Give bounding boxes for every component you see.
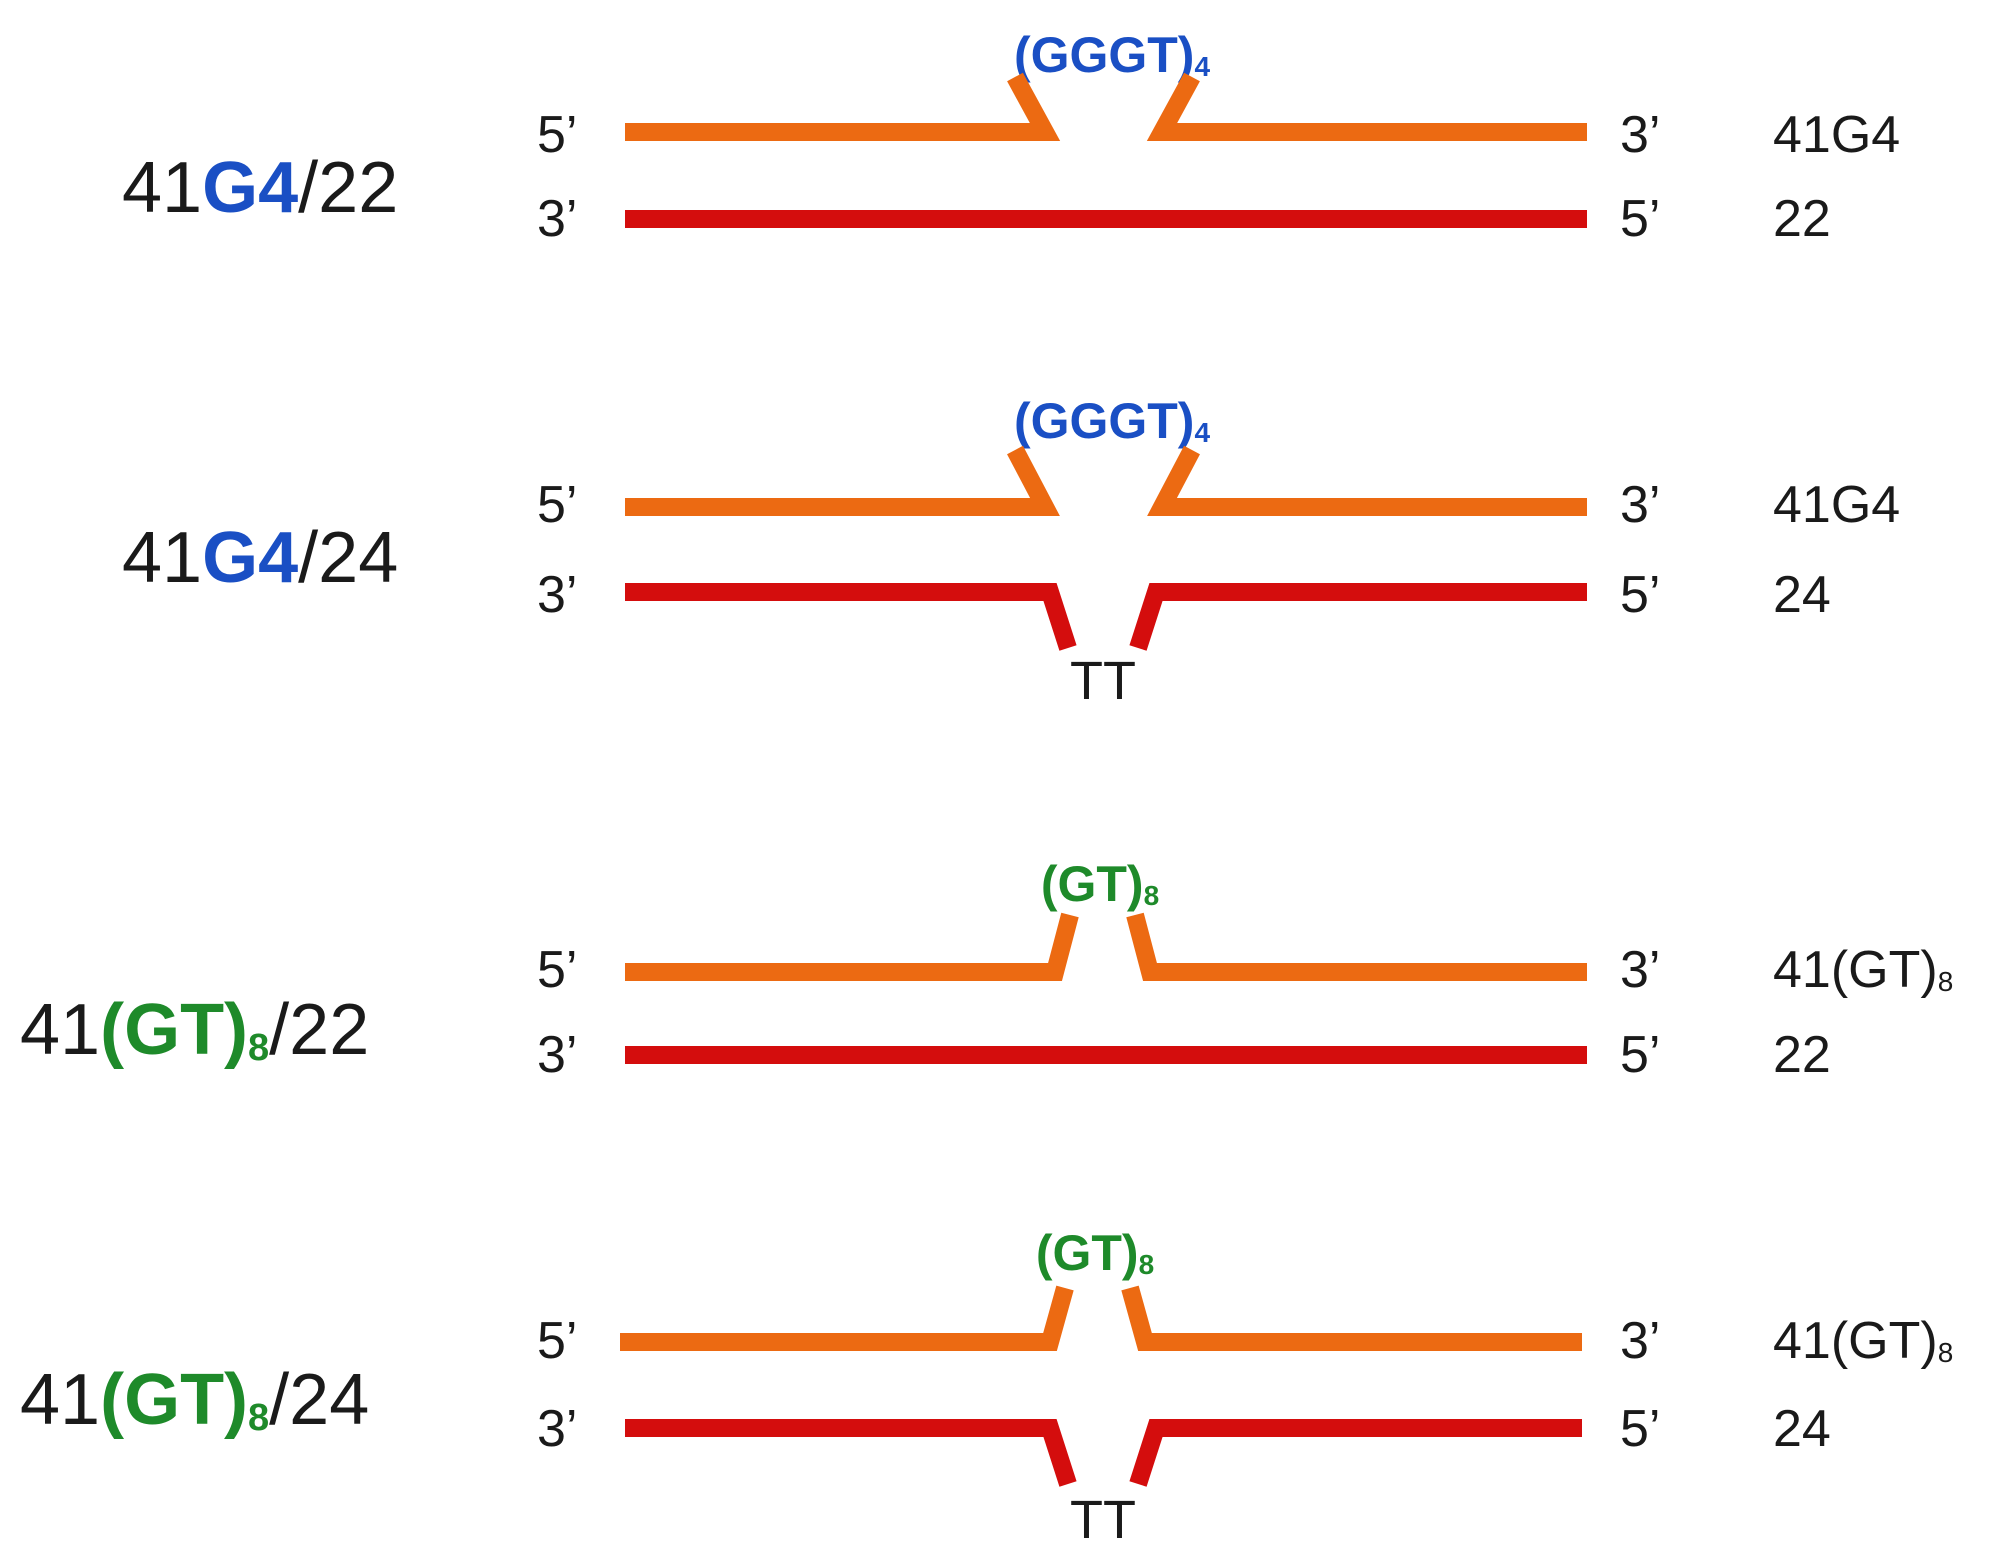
construct-name: 41(GT)8/22 xyxy=(20,990,369,1070)
top-strand-name: 41(GT)8 xyxy=(1773,941,1953,999)
bottom-strand-right-end: 5’ xyxy=(1620,1026,1660,1084)
bottom-strand-left-end: 3’ xyxy=(537,1026,577,1084)
top-strand-right xyxy=(1121,1285,1582,1351)
top-strand xyxy=(625,72,1061,141)
bottom-strand-right xyxy=(1129,583,1587,651)
bottom-strand-right-end: 5’ xyxy=(1620,566,1660,624)
top-strand-right xyxy=(1147,445,1587,516)
bottom-strand-name: 24 xyxy=(1773,1400,1831,1458)
bottom-strand-right xyxy=(1129,1419,1582,1487)
construct-name: 41(GT)8/24 xyxy=(20,1360,369,1440)
bottom-strand-left-end: 3’ xyxy=(537,190,577,248)
insert-label: (GGGT)4 xyxy=(1014,27,1211,83)
top-strand-right xyxy=(1126,912,1587,981)
top-strand-left-end: 5’ xyxy=(537,476,577,534)
top-strand xyxy=(625,445,1060,516)
top-strand-right xyxy=(1146,72,1587,141)
top-strand xyxy=(620,1285,1074,1351)
top-strand-right-end: 3’ xyxy=(1620,476,1660,534)
bottom-strand-name: 22 xyxy=(1773,1026,1831,1084)
bottom-strand-name: 22 xyxy=(1773,190,1831,248)
construct-name: 41G4/24 xyxy=(122,518,398,598)
construct-41g4-24: 41G4/24 (GGGT)4 5’ 3’ 41G4 3’ 5’ 24 TT xyxy=(122,393,1900,711)
top-strand xyxy=(625,912,1079,981)
top-strand-left-end: 5’ xyxy=(537,1312,577,1370)
bottom-strand-right-end: 5’ xyxy=(1620,1400,1660,1458)
top-strand-name: 41G4 xyxy=(1773,476,1900,534)
top-strand-right-end: 3’ xyxy=(1620,106,1660,164)
bottom-loop-label: TT xyxy=(1070,1490,1136,1550)
top-strand-name: 41(GT)8 xyxy=(1773,1312,1953,1370)
top-strand-left-end: 5’ xyxy=(537,106,577,164)
bottom-strand-right-end: 5’ xyxy=(1620,190,1660,248)
construct-41g4-22: 41G4/22 (GGGT)4 5’ 3’ 41G4 3’ 5’ 22 xyxy=(122,27,1900,248)
bottom-strand xyxy=(625,1419,1077,1487)
construct-name: 41G4/22 xyxy=(122,148,398,228)
top-strand-right-end: 3’ xyxy=(1620,941,1660,999)
insert-label: (GT)8 xyxy=(1036,1225,1154,1281)
top-strand-left-end: 5’ xyxy=(537,941,577,999)
bottom-strand xyxy=(625,583,1077,651)
construct-41gt8-24: 41(GT)8/24 (GT)8 5’ 3’ 41(GT)8 3’ 5’ 24 … xyxy=(20,1225,1953,1550)
top-strand-right-end: 3’ xyxy=(1620,1312,1660,1370)
bottom-strand-left-end: 3’ xyxy=(537,1400,577,1458)
bottom-strand-left-end: 3’ xyxy=(537,566,577,624)
insert-label: (GGGT)4 xyxy=(1014,393,1211,449)
bottom-loop-label: TT xyxy=(1070,651,1136,711)
construct-41gt8-22: 41(GT)8/22 (GT)8 5’ 3’ 41(GT)8 3’ 5’ 22 xyxy=(20,856,1953,1084)
bottom-strand-name: 24 xyxy=(1773,566,1831,624)
top-strand-name: 41G4 xyxy=(1773,106,1900,164)
insert-label: (GT)8 xyxy=(1041,856,1159,912)
